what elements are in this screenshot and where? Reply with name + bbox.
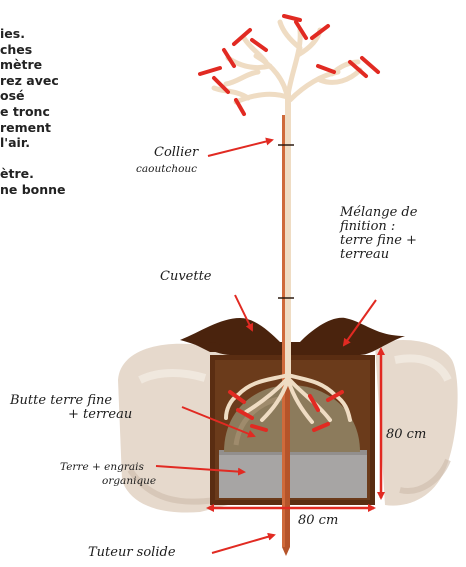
label-terre-engrais: Terre + engrais organique [60, 460, 156, 488]
label-width: 80 cm [298, 514, 338, 528]
label-depth: 80 cm [386, 428, 426, 442]
label-tuteur: Tuteur solide [88, 546, 176, 560]
branches [214, 22, 360, 102]
trunk [285, 88, 291, 378]
label-melange: Mélange de finition : terre fine + terre… [340, 206, 417, 262]
label-cuvette: Cuvette [160, 270, 212, 284]
label-butte: Butte terre fine + terreau [10, 394, 132, 422]
ground-right [375, 340, 458, 506]
label-collier: Collier [154, 146, 198, 160]
label-collier-material: caoutchouc [136, 162, 197, 176]
